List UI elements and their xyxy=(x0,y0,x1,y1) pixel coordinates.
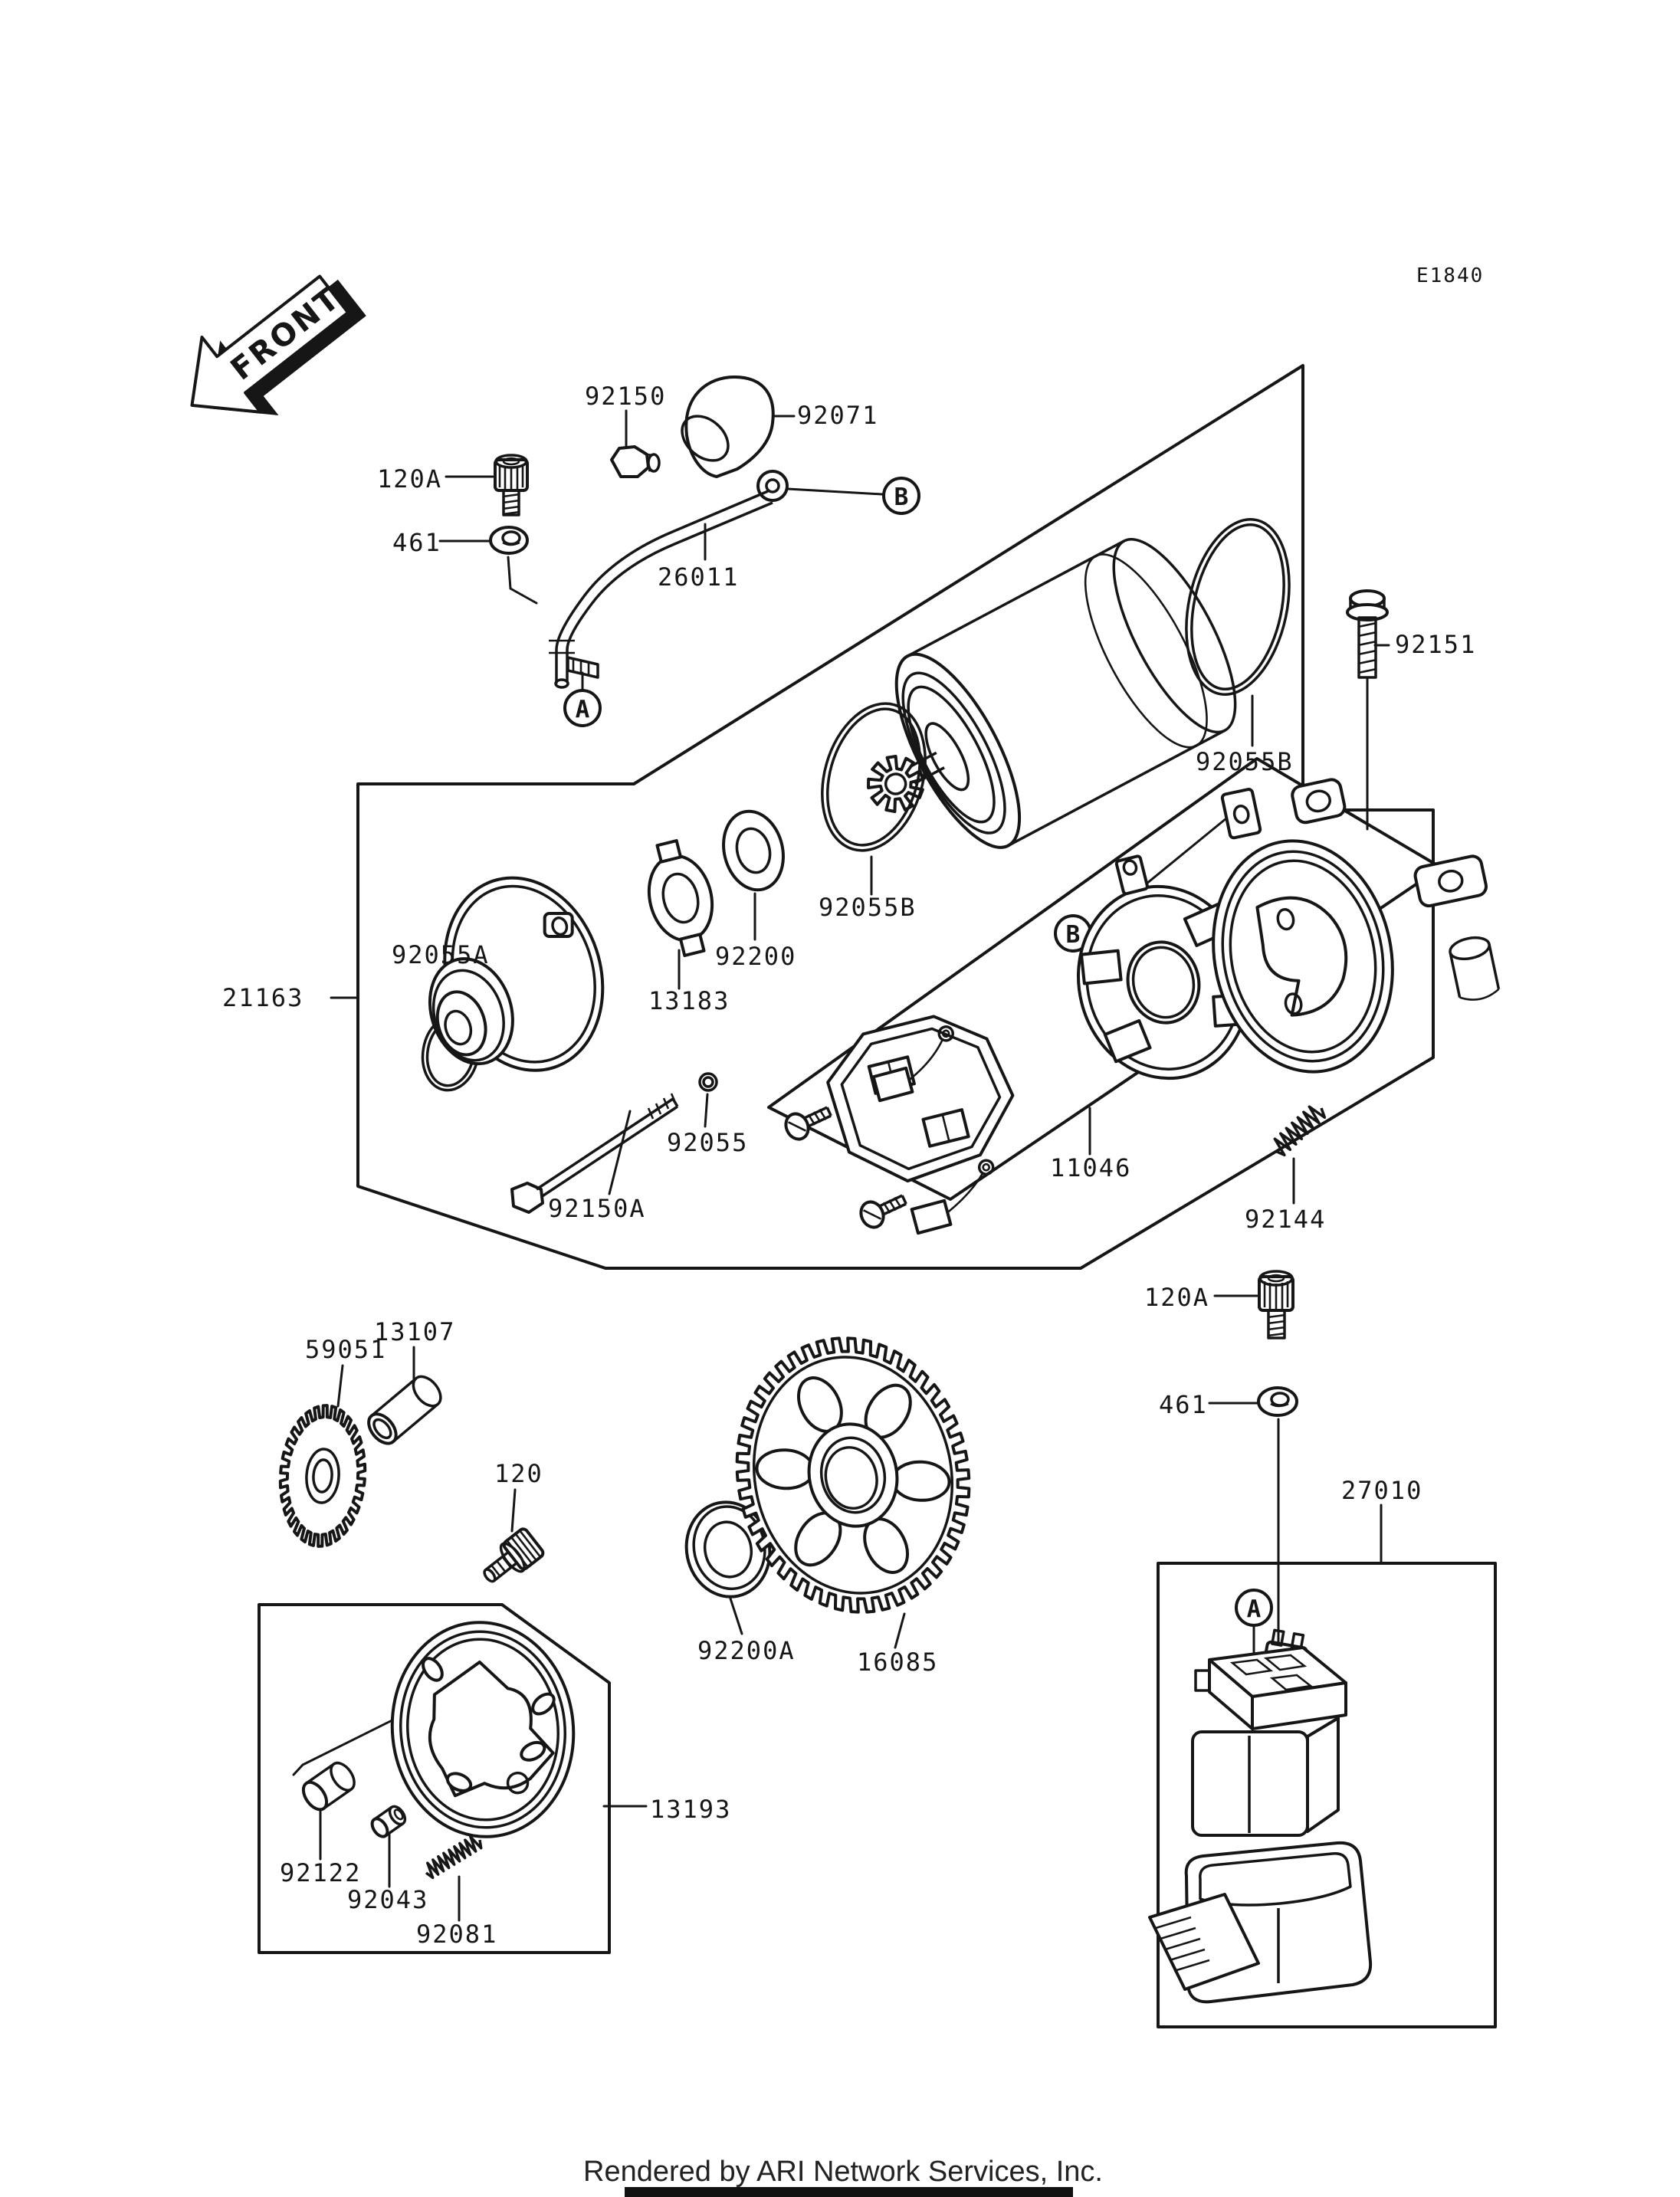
front-arrow-body xyxy=(190,274,350,414)
clutch-roller-92122-drawing xyxy=(301,1761,356,1812)
label-92055: 92055 xyxy=(667,1128,748,1157)
screw-120a-relay-drawing xyxy=(1258,1270,1294,1340)
motor-end-housing-drawing xyxy=(1212,778,1501,1074)
part-number-labels: E1840 92150 92071 120A 461 26011 92055B … xyxy=(222,264,1484,1949)
label-92055a: 92055A xyxy=(392,940,490,969)
label-92200: 92200 xyxy=(715,942,796,971)
brush-holder-plate-drawing xyxy=(826,1015,1015,1183)
clutch-spring-92081-drawing xyxy=(425,1835,483,1880)
label-92071: 92071 xyxy=(797,401,878,430)
label-92055b-motor: 92055B xyxy=(1196,747,1294,776)
label-26011: 26011 xyxy=(658,562,739,592)
bolt-92151-drawing xyxy=(1346,589,1389,679)
label-461-top: 461 xyxy=(392,528,441,557)
brush-screw-2 xyxy=(859,1194,907,1229)
group-box-21163 xyxy=(356,364,1435,1270)
front-direction-arrow: FRONT xyxy=(190,274,366,416)
page-code: E1840 xyxy=(1416,264,1484,287)
cable-26011-drawing xyxy=(549,470,789,689)
label-11046: 11046 xyxy=(1050,1153,1131,1182)
brush-with-pigtail-2 xyxy=(910,1159,995,1235)
label-13193: 13193 xyxy=(650,1795,731,1824)
washer-461-top-drawing xyxy=(489,526,529,555)
washer-461-relay-drawing xyxy=(1257,1386,1298,1417)
brush-screw-1 xyxy=(784,1106,832,1141)
nut-92150-drawing xyxy=(610,445,661,478)
callout-a2-letter: A xyxy=(1247,1595,1262,1623)
brush-plate-drawing xyxy=(1077,854,1254,1080)
label-21163: 21163 xyxy=(222,983,304,1012)
callout-a-relay: A xyxy=(1235,1589,1273,1627)
motor-pinion-gear xyxy=(867,754,925,814)
callout-b2-letter: B xyxy=(1066,921,1081,949)
label-92200a: 92200A xyxy=(697,1636,796,1665)
terminal-cap-92071-drawing xyxy=(681,375,775,478)
label-92150: 92150 xyxy=(585,382,666,411)
label-92081: 92081 xyxy=(416,1920,497,1949)
callout-a-letter: A xyxy=(576,696,590,723)
label-27010: 27010 xyxy=(1341,1476,1422,1505)
bolt-92150a-drawing xyxy=(510,1093,679,1214)
group-box-27010 xyxy=(1157,1562,1497,2028)
label-92150a: 92150A xyxy=(548,1194,646,1223)
washer-92200-drawing xyxy=(722,809,785,892)
group-box-13193 xyxy=(258,1603,611,1954)
label-59051: 59051 xyxy=(305,1335,386,1364)
label-120a-top: 120A xyxy=(377,464,442,494)
label-92043: 92043 xyxy=(347,1885,428,1914)
o-ring-92055b-motor-drawing xyxy=(1185,518,1291,696)
o-ring-92055-drawing xyxy=(698,1072,718,1092)
relay-boot xyxy=(1148,1841,1373,2004)
label-16085: 16085 xyxy=(857,1648,938,1677)
screw-120a-top-drawing xyxy=(494,454,529,516)
idle-gear-59051-drawing xyxy=(278,1404,367,1548)
bolt-120-drawing xyxy=(483,1527,545,1583)
callout-b-housing: B xyxy=(1054,914,1092,953)
label-120a-relay: 120A xyxy=(1144,1283,1209,1312)
callout-b-letter: B xyxy=(894,484,909,511)
label-461-relay: 461 xyxy=(1159,1390,1208,1419)
label-13107: 13107 xyxy=(374,1317,455,1346)
label-92151: 92151 xyxy=(1395,630,1476,659)
lock-plate-13183-drawing xyxy=(647,839,714,957)
planet-carrier-21163-drawing xyxy=(428,876,605,1072)
label-13183: 13183 xyxy=(648,986,730,1015)
one-way-clutch-drawing xyxy=(390,1621,576,1838)
bushing-13107-drawing xyxy=(367,1375,442,1445)
label-92055b-gear: 92055B xyxy=(819,893,917,922)
o-ring-92055b-gear-drawing xyxy=(821,702,927,852)
relay-body xyxy=(1191,1717,1340,1837)
label-92144: 92144 xyxy=(1245,1205,1326,1234)
relay-connector xyxy=(1194,1646,1347,1730)
starter-relay-drawing xyxy=(1148,1628,1373,2004)
starter-gear-16085-drawing xyxy=(735,1336,971,1614)
bottom-crop-bar xyxy=(625,2187,1073,2197)
label-120: 120 xyxy=(494,1459,543,1488)
label-92122: 92122 xyxy=(280,1858,361,1887)
footer-credit: Rendered by ARI Network Services, Inc. xyxy=(583,2156,1103,2188)
brush-spring-92144-drawing xyxy=(1273,1105,1327,1157)
callout-b-terminal: B xyxy=(882,477,920,515)
brush-with-pigtail-1 xyxy=(871,1025,954,1103)
clutch-pin-92043-drawing xyxy=(370,1805,407,1838)
callout-a-cable: A xyxy=(563,689,602,727)
